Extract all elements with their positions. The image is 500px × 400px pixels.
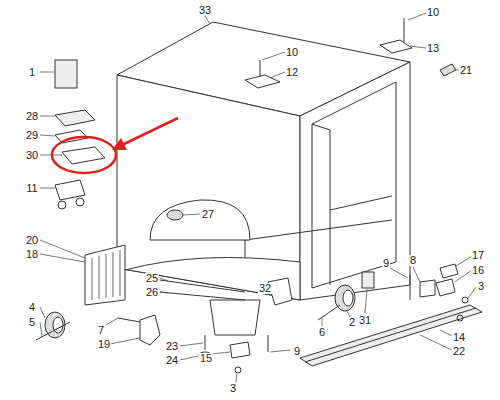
callout-number: 24 [165, 355, 179, 366]
callout-number: 25 [145, 273, 159, 284]
callout-number: 23 [165, 341, 179, 352]
callout-number: 28 [25, 111, 39, 122]
callout-number: 19 [97, 339, 111, 350]
callout-number: 10 [285, 47, 299, 58]
callout-number: 15 [199, 353, 213, 364]
callout-number: 10 [426, 7, 440, 18]
callout-number: 20 [25, 235, 39, 246]
callout-number: 6 [318, 327, 326, 338]
callout-number: 30 [25, 150, 39, 161]
callout-number: 9 [293, 346, 301, 357]
callout-number: 12 [285, 67, 299, 78]
callout-number: 26 [145, 287, 159, 298]
callout-number: 13 [426, 43, 440, 54]
callout-number: 18 [25, 249, 39, 260]
callout-number: 22 [452, 346, 466, 357]
callout-number: 7 [97, 325, 105, 336]
callout-number: 8 [409, 255, 417, 266]
callout-number: 2 [348, 317, 356, 328]
callout-number: 21 [459, 65, 473, 76]
callout-number: 5 [28, 317, 36, 328]
callout-number: 32 [258, 283, 272, 294]
callout-number: 17 [471, 250, 485, 261]
callout-number: 11 [25, 183, 38, 194]
callout-number: 3 [229, 383, 237, 394]
callout-number: 1 [28, 67, 36, 78]
callout-number: 3 [477, 281, 485, 292]
callout-number: 33 [198, 5, 212, 16]
callout-number: 9 [382, 258, 390, 269]
callout-number: 27 [201, 209, 215, 220]
callout-number: 4 [28, 302, 36, 313]
callout-number: 29 [25, 130, 39, 141]
callout-number: 16 [471, 265, 485, 276]
callout-number: 31 [358, 315, 372, 326]
callout-number: 14 [452, 332, 466, 343]
